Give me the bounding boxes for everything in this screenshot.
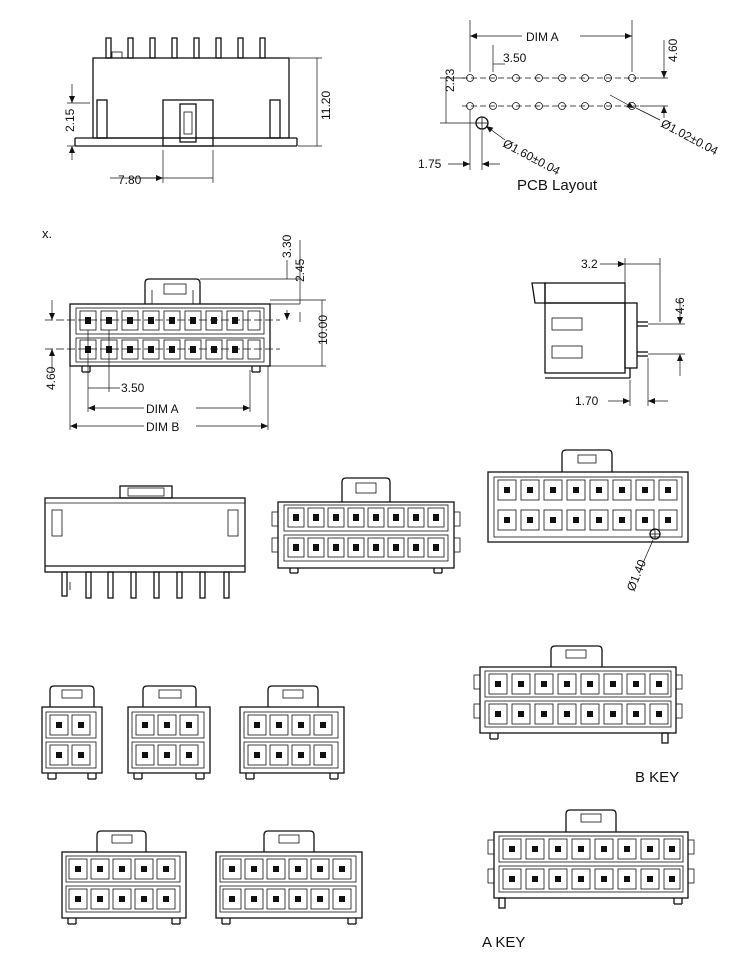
pcb-layout: DIM A 3.50 4.60 2.23 xyxy=(418,20,721,194)
pin-row-long xyxy=(61,571,230,599)
dim-a-pcb: DIM A xyxy=(526,30,559,44)
rear-cavity-grid xyxy=(497,479,678,531)
hole-1-02: Ø1.02±0.04 xyxy=(659,116,721,158)
dim-2-23: 2.23 xyxy=(443,68,457,92)
dim-4-6: 4.6 xyxy=(673,297,687,314)
dim-1-75: 1.75 xyxy=(418,157,442,171)
hole-1-40: Ø1.40 xyxy=(624,557,649,593)
connector-6pin xyxy=(127,685,211,780)
dim-10-00: 10.00 xyxy=(316,315,330,345)
b-key-label: B KEY xyxy=(635,769,679,786)
side-view-top: 2.15 11.20 7.80 xyxy=(63,37,333,187)
dim-a-front: DIM A xyxy=(146,402,179,416)
dim-1-70: 1.70 xyxy=(575,394,599,408)
front-view-dimensioned: 4.60 3.30 2.45 10.00 3.50 DIM A DIM B xyxy=(44,234,330,434)
dim-2-15: 2.15 xyxy=(63,108,77,132)
cavity-row-top xyxy=(79,310,261,331)
dim-3-50-front: 3.50 xyxy=(121,381,145,395)
connector-10pin xyxy=(61,830,187,925)
dim-3-50-pcb: 3.50 xyxy=(503,51,527,65)
pcb-hole-row-top xyxy=(466,74,636,82)
side-profile: 3.2 4.6 1.70 xyxy=(531,257,687,408)
side-view-long xyxy=(44,485,246,599)
dim-11-20: 11.20 xyxy=(319,91,333,120)
front-view-16 xyxy=(271,477,461,574)
dim-3-2: 3.2 xyxy=(581,257,598,271)
dim-4-60-front: 4.60 xyxy=(44,366,58,390)
cavity-row-bottom xyxy=(79,339,261,360)
dim-3-30: 3.30 xyxy=(280,234,294,258)
rear-view-16: Ø1.40 xyxy=(487,449,689,593)
connector-16pin-b-key: B KEY xyxy=(473,645,683,786)
b-key-cavities xyxy=(488,673,669,725)
b-key-tab xyxy=(661,732,669,744)
pin-row-top xyxy=(105,37,266,59)
a-key-cavities xyxy=(502,838,681,890)
hole-1-60: Ø1.60±0.04 xyxy=(501,136,563,178)
connector-4pin xyxy=(41,685,103,780)
connector-8pin xyxy=(239,685,345,780)
dim-7-80: 7.80 xyxy=(118,173,142,187)
cavity-grid-16 xyxy=(287,507,445,558)
connector-16pin-a-key: A KEY xyxy=(482,809,695,951)
x-mark: x. xyxy=(42,226,52,241)
pcb-layout-label: PCB Layout xyxy=(517,177,598,194)
a-key-tab xyxy=(498,897,506,909)
dim-4-60-pcb: 4.60 xyxy=(666,38,680,62)
a-key-label: A KEY xyxy=(482,934,525,951)
connector-12pin xyxy=(215,830,363,925)
dim-b-front: DIM B xyxy=(146,420,179,434)
dim-2-45: 2.45 xyxy=(293,258,307,282)
pcb-hole-row-bottom xyxy=(466,102,636,110)
